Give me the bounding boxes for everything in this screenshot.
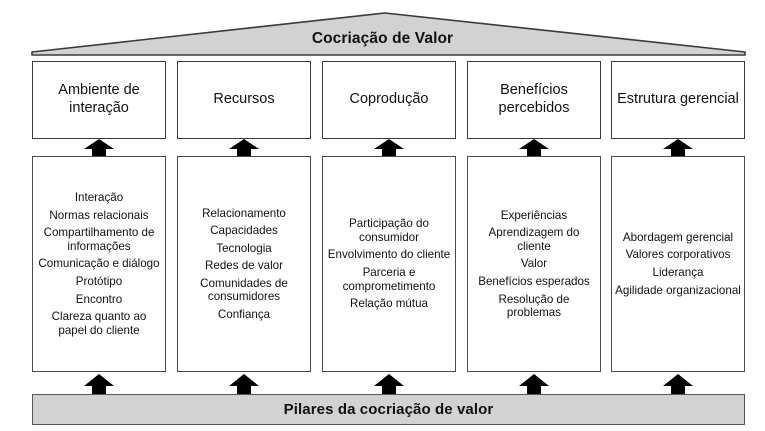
list-item: Liderança <box>652 266 704 280</box>
list-item: Valor <box>520 257 548 271</box>
arrow-up-icon-header-2 <box>229 139 259 156</box>
pillar-detail-box-4: Experiências Aprendizagem do cliente Val… <box>467 156 601 372</box>
pillar-detail-box-2: Relacionamento Capacidades Tecnologia Re… <box>177 156 311 372</box>
list-item: Interação <box>74 190 124 204</box>
list-item: Normas relacionais <box>49 208 149 222</box>
list-item: Participação do consumidor <box>349 217 429 244</box>
list-item: Clareza quanto ao papel do cliente <box>51 310 147 337</box>
list-item: Aprendizagem do cliente <box>488 226 580 253</box>
list-item: Tecnologia <box>216 241 272 255</box>
base-foundation-bar: Pilares da cocriação de valor <box>32 394 745 425</box>
arrow-up-icon-base-4 <box>519 374 549 394</box>
list-item: Envolvimento do cliente <box>327 248 451 262</box>
arrow-up-icon-header-3 <box>374 139 404 156</box>
pillar-column-ambiente-de-interacao: Ambiente de interação Interação Normas r… <box>32 0 166 431</box>
arrow-up-icon-header-5 <box>663 139 693 156</box>
list-item: Relação mútua <box>350 297 428 311</box>
list-item: Experiências <box>500 208 568 222</box>
list-item: Resolução de problemas <box>498 292 570 319</box>
list-item: Comunidades de consumidores <box>200 277 288 304</box>
list-item: Agilidade organizacional <box>615 283 741 297</box>
list-item: Capacidades <box>210 224 278 238</box>
arrow-up-icon-base-3 <box>374 374 404 394</box>
arrow-up-icon-base-5 <box>663 374 693 394</box>
list-item: Comunicação e diálogo <box>38 257 160 271</box>
list-item: Protótipo <box>75 274 123 288</box>
arrow-up-icon-header-1 <box>84 139 114 156</box>
arrow-up-icon-header-4 <box>519 139 549 156</box>
pillar-header-box-2: Recursos <box>177 61 311 139</box>
list-item: Parceria e comprometimento <box>342 266 436 293</box>
pillar-column-recursos: Recursos Relacionamento Capacidades Tecn… <box>177 0 311 431</box>
pillar-detail-box-3: Participação do consumidor Envolvimento … <box>322 156 456 372</box>
pillar-header-box-4: Benefícios percebidos <box>467 61 601 139</box>
pillar-detail-box-5: Abordagem gerencial Valores corporativos… <box>611 156 745 372</box>
list-item: Redes de valor <box>205 259 283 273</box>
base-foundation-label: Pilares da cocriação de valor <box>283 401 494 418</box>
pillar-header-box-3: Coprodução <box>322 61 456 139</box>
list-item: Abordagem gerencial <box>622 230 734 244</box>
list-item: Valores corporativos <box>625 248 731 262</box>
list-item: Encontro <box>75 292 123 306</box>
list-item: Relacionamento <box>202 206 286 220</box>
pillar-column-coproducao: Coprodução Participação do consumidor En… <box>322 0 456 431</box>
arrow-up-icon-base-2 <box>229 374 259 394</box>
pillar-header-box-1: Ambiente de interação <box>32 61 166 139</box>
pillar-column-estrutura-gerencial: Estrutura gerencial Abordagem gerencial … <box>611 0 745 431</box>
list-item: Confiança <box>217 308 271 322</box>
pillar-header-box-5: Estrutura gerencial <box>611 61 745 139</box>
list-item: Benefícios esperados <box>478 274 590 288</box>
list-item: Compartilhamento de informações <box>43 226 155 253</box>
roof-pediment-shape <box>31 12 746 56</box>
pillar-detail-box-1: Interação Normas relacionais Compartilha… <box>32 156 166 372</box>
pillar-column-beneficios-percebidos: Benefícios percebidos Experiências Apren… <box>467 0 601 431</box>
arrow-up-icon-base-1 <box>84 374 114 394</box>
